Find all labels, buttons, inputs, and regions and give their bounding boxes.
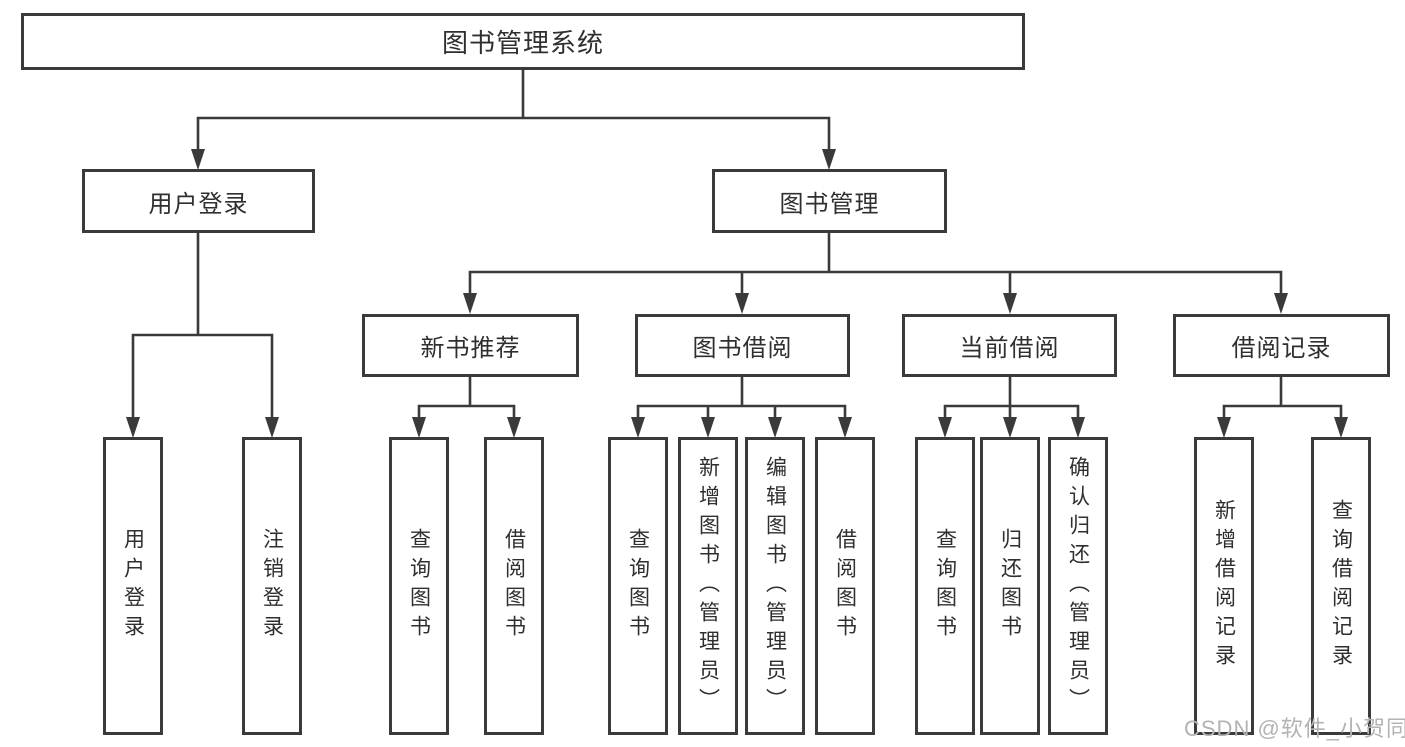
node-label: 确认归还（管理员） — [1066, 455, 1090, 717]
node-label: 查询图书 — [407, 528, 431, 644]
leaf-add-books-admin: 新增图书（管理员） — [678, 437, 738, 735]
node-label: 用户登录 — [121, 528, 145, 644]
node-label: 图书管理系统 — [441, 28, 604, 58]
leaf-query-borrow-record: 查询借阅记录 — [1311, 437, 1371, 735]
node-label: 借阅图书 — [502, 528, 526, 644]
leaf-borrow-books-borrowing: 借阅图书 — [815, 437, 875, 735]
node-label: 新增图书（管理员） — [696, 455, 720, 717]
node-label: 查询图书 — [933, 528, 957, 644]
leaf-logout-login: 注销登录 — [242, 437, 302, 735]
node-book-management: 图书管理 — [712, 169, 947, 233]
node-user-login: 用户登录 — [82, 169, 315, 233]
node-label: 图书借阅 — [692, 335, 793, 362]
leaf-confirm-return-admin: 确认归还（管理员） — [1048, 437, 1108, 735]
leaf-return-books: 归还图书 — [980, 437, 1040, 735]
leaf-query-books-borrowing: 查询图书 — [608, 437, 668, 735]
leaf-query-books-recommend: 查询图书 — [389, 437, 449, 735]
leaf-user-login: 用户登录 — [103, 437, 163, 735]
node-label: 借阅图书 — [833, 528, 857, 644]
node-label: 借阅记录 — [1231, 335, 1332, 362]
node-current-borrowing: 当前借阅 — [902, 314, 1117, 377]
node-borrowing-records: 借阅记录 — [1173, 314, 1390, 377]
node-label: 归还图书 — [998, 528, 1022, 644]
node-label: 查询图书 — [626, 528, 650, 644]
leaf-borrow-books-recommend: 借阅图书 — [484, 437, 544, 735]
node-label: 编辑图书（管理员） — [763, 455, 787, 717]
node-new-book-recommendation: 新书推荐 — [362, 314, 579, 377]
node-label: 注销登录 — [260, 528, 284, 644]
leaf-edit-books-admin: 编辑图书（管理员） — [745, 437, 805, 735]
node-book-borrowing: 图书借阅 — [635, 314, 850, 377]
watermark: CSDN @软件_小贺同学 — [1184, 716, 1405, 741]
node-label: 查询借阅记录 — [1329, 499, 1353, 673]
node-label: 用户登录 — [148, 190, 249, 218]
node-library-management-system: 图书管理系统 — [21, 13, 1025, 70]
node-label: 新增借阅记录 — [1212, 499, 1236, 673]
leaf-query-books-current: 查询图书 — [915, 437, 975, 735]
node-label: 新书推荐 — [420, 335, 521, 362]
node-label: 图书管理 — [779, 190, 880, 218]
node-label: 当前借阅 — [959, 335, 1060, 362]
leaf-add-borrow-record: 新增借阅记录 — [1194, 437, 1254, 735]
